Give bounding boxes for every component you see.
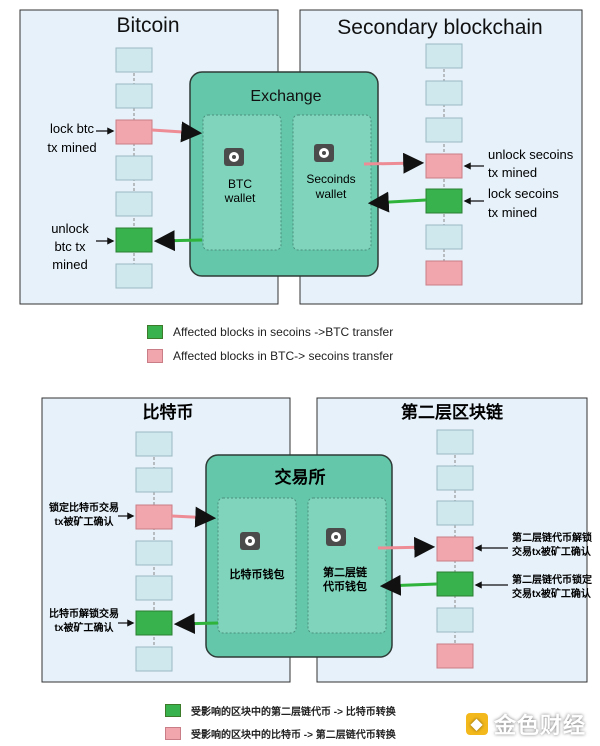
- brand-logo-icon: ◆: [465, 713, 488, 735]
- block: [425, 43, 463, 69]
- block-pink: [135, 504, 173, 530]
- unlock-second-label-zh: 交易tx被矿工确认: [512, 545, 592, 558]
- block-pink: [425, 260, 463, 286]
- block: [425, 224, 463, 250]
- lock-btc-label: lock btc: [50, 121, 95, 136]
- btc-wallet-label-zh: 比特币钱包: [230, 567, 285, 581]
- safe-icon: [326, 528, 346, 546]
- block: [115, 47, 153, 73]
- bitcoin-title: Bitcoin: [116, 14, 179, 37]
- block: [425, 80, 463, 106]
- legend-pink-swatch: [147, 349, 163, 363]
- unlock-secoins-label: unlock secoins: [488, 147, 574, 162]
- secondary-chain: [425, 43, 463, 286]
- btc-wallet-zh: [217, 497, 297, 634]
- legend-green-label: Affected blocks in secoins ->BTC transfe…: [173, 325, 394, 339]
- watermark-text: 金色财经: [493, 713, 586, 738]
- legend-pink-label: Affected blocks in BTC-> secoins transfe…: [173, 349, 394, 363]
- block-green: [425, 188, 463, 214]
- legend-pink-swatch: [165, 727, 181, 740]
- unlock-btc-label-zh: tx被矿工确认: [55, 621, 115, 634]
- legend-pink-label-zh: 受影响的区块中的比特币 -> 第二层链代币转换: [191, 730, 396, 741]
- second-wallet-zh: [307, 497, 387, 634]
- legend-green-swatch: [165, 704, 181, 717]
- pink-flow-arrow: [377, 536, 436, 558]
- block: [436, 500, 474, 526]
- pink-flow-arrow: [363, 152, 425, 174]
- unlock-btc-label: btc tx: [54, 239, 86, 254]
- lock-secoins-label: tx mined: [488, 205, 537, 220]
- block-pink: [115, 119, 153, 145]
- block-pink: [436, 643, 474, 669]
- block: [425, 117, 463, 143]
- legend-pink-zh: 受影响的区块中的比特币 -> 第二层链代币转换: [165, 726, 396, 741]
- second-wallet-label-zh: 代币钱包: [322, 579, 367, 593]
- block: [135, 575, 173, 601]
- block: [436, 429, 474, 455]
- block: [115, 155, 153, 181]
- bitcoin-title-zh: 比特币: [143, 402, 194, 422]
- watermark: ◆ 金色财经: [465, 708, 586, 740]
- pink-flow-arrow: [151, 121, 203, 143]
- green-flow-arrow: [379, 574, 438, 596]
- unlock-second-label-zh: 第二层链代币解锁: [512, 531, 592, 544]
- block: [135, 431, 173, 457]
- legend-pink: Affected blocks in BTC-> secoins transfe…: [147, 349, 393, 363]
- block: [115, 263, 153, 289]
- block: [135, 467, 173, 493]
- lock-second-label-zh: 第二层链代币锁定: [512, 573, 592, 586]
- block: [436, 607, 474, 633]
- unlock-secoins-label: tx mined: [488, 165, 537, 180]
- lock-second-label-zh: 交易tx被矿工确认: [512, 587, 592, 600]
- block-green: [436, 571, 474, 597]
- unlock-btc-label-zh: 比特币解锁交易: [49, 607, 119, 620]
- secoinds-wallet: [292, 114, 372, 251]
- bitcoin-chain: [115, 47, 153, 289]
- secoinds-wallet-label: wallet: [315, 187, 347, 201]
- btc-wallet-label: BTC: [228, 177, 252, 191]
- secondary-title-zh: 第二层区块链: [401, 402, 504, 422]
- block-green: [135, 610, 173, 636]
- block-green: [115, 227, 153, 253]
- unlock-btc-label: mined: [52, 257, 87, 272]
- second-wallet-label-zh: 第二层链: [323, 565, 368, 579]
- legend-green-swatch: [147, 325, 163, 339]
- safe-icon: [224, 148, 244, 166]
- secondary-title: Secondary blockchain: [337, 16, 542, 39]
- pink-flow-arrow: [171, 506, 217, 528]
- bitcoin-chain-zh: [135, 431, 173, 672]
- green-flow-arrow: [173, 613, 219, 635]
- lock-btc-label: tx mined: [47, 140, 96, 155]
- green-flow-arrow: [153, 230, 203, 252]
- safe-icon: [314, 144, 334, 162]
- lock-secoins-label: lock secoins: [488, 186, 559, 201]
- secondary-chain-zh: [436, 429, 474, 669]
- block: [115, 83, 153, 109]
- exchange-title-zh: 交易所: [275, 467, 326, 487]
- block-pink: [436, 536, 474, 562]
- btc-wallet: [202, 114, 282, 251]
- block: [115, 191, 153, 217]
- legend-green: Affected blocks in secoins ->BTC transfe…: [147, 325, 393, 339]
- safe-icon: [240, 532, 260, 550]
- lock-btc-label-zh: 锁定比特币交易: [49, 501, 119, 514]
- block: [436, 465, 474, 491]
- btc-wallet-label: wallet: [224, 191, 256, 205]
- green-flow-arrow: [367, 191, 427, 213]
- legend-green-label-zh: 受影响的区块中的第二层链代币 -> 比特币转换: [191, 707, 396, 718]
- block: [135, 540, 173, 566]
- secoinds-wallet-label: Secoinds: [306, 172, 355, 186]
- block-pink: [425, 153, 463, 179]
- exchange-title: Exchange: [250, 88, 321, 105]
- lock-btc-label-zh: tx被矿工确认: [55, 515, 115, 528]
- legend-green-zh: 受影响的区块中的第二层链代币 -> 比特币转换: [165, 703, 396, 718]
- block: [135, 646, 173, 672]
- unlock-btc-label: unlock: [51, 221, 89, 236]
